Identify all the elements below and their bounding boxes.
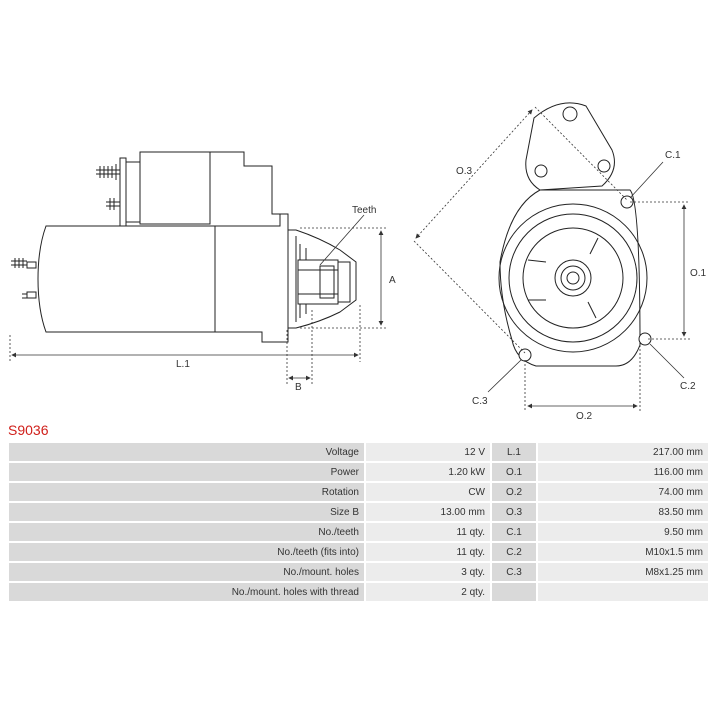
spec-label: No./teeth [9,523,364,541]
dim-code: O.3 [492,503,536,521]
spec-label: Size B [9,503,364,521]
dim-code: C.1 [492,523,536,541]
dim-code: C.3 [492,563,536,581]
side-view [11,151,357,343]
dim-value: M8x1.25 mm [538,563,708,581]
dim-c1-label: C.1 [665,150,681,161]
front-view [498,102,652,367]
dim-c2-label: C.2 [680,381,696,392]
dim-c3-label: C.3 [472,396,488,407]
dim-code: O.1 [492,463,536,481]
dim-code: O.2 [492,483,536,501]
spec-value: 12 V [366,443,490,461]
spec-value: 1.20 kW [366,463,490,481]
dim-a-label: A [389,275,396,286]
dim-b-label: B [295,382,302,393]
dim-value: 9.50 mm [538,523,708,541]
dim-o2-label: O.2 [576,411,593,420]
dim-value: 217.00 mm [538,443,708,461]
dim-o3-label: O.3 [456,166,473,177]
dim-code: C.2 [492,543,536,561]
dim-value [538,583,708,601]
dim-o1-label: O.1 [690,268,707,279]
spec-label: No./mount. holes [9,563,364,581]
spec-value: CW [366,483,490,501]
dim-l1-label: L.1 [176,359,190,370]
spec-value: 11 qty. [366,543,490,561]
spec-label: No./teeth (fits into) [9,543,364,561]
front-dimensions [413,106,690,412]
spec-label: Rotation [9,483,364,501]
dim-value: 83.50 mm [538,503,708,521]
spec-value: 11 qty. [366,523,490,541]
technical-drawing: Teeth A B L.1 O.1 O.2 O.3 C.1 C.2 C.3 [9,102,707,420]
teeth-label: Teeth [352,205,376,216]
dim-code: L.1 [492,443,536,461]
spec-value: 3 qty. [366,563,490,581]
spec-value: 2 qty. [366,583,490,601]
dim-code [492,583,536,601]
spec-label: Voltage [9,443,364,461]
dim-value: M10x1.5 mm [538,543,708,561]
dim-value: 116.00 mm [538,463,708,481]
spec-value: 13.00 mm [366,503,490,521]
side-dimensions [9,214,388,384]
spec-label: No./mount. holes with thread [9,583,364,601]
dim-value: 74.00 mm [538,483,708,501]
spec-label: Power [9,463,364,481]
part-number: S9036 [8,422,49,438]
